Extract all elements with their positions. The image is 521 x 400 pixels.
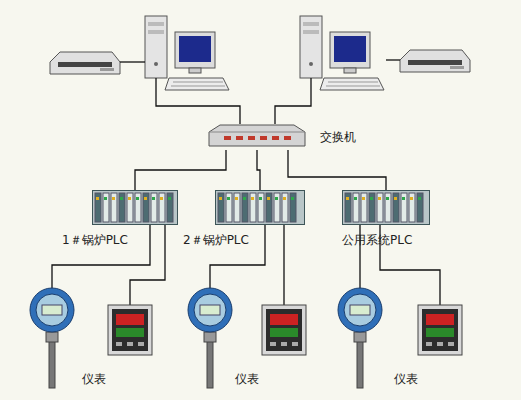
- device-label: 2＃锅炉PLC: [183, 233, 249, 247]
- plc-icon: [342, 190, 430, 225]
- switch-icon: [208, 124, 306, 150]
- network-cable: [257, 150, 260, 190]
- network-switch: 交换机: [208, 124, 358, 150]
- plc-icon: [215, 190, 305, 225]
- plc-rack: 1＃锅炉PLC: [62, 190, 178, 249]
- plc-rack: 公用系统PLC: [342, 190, 430, 249]
- instrument-label: 仪表: [82, 372, 106, 386]
- network-cable: [135, 150, 226, 190]
- plc-icon: [92, 190, 178, 225]
- network-cable: [288, 150, 386, 190]
- instrument-label: 仪表: [394, 372, 418, 386]
- plc-rack: 2＃锅炉PLC: [183, 190, 305, 249]
- device-label: 1＃锅炉PLC: [62, 233, 128, 247]
- device-label: 公用系统PLC: [342, 233, 412, 247]
- device-label: 交换机: [320, 130, 356, 144]
- instrument-label: 仪表: [235, 372, 259, 386]
